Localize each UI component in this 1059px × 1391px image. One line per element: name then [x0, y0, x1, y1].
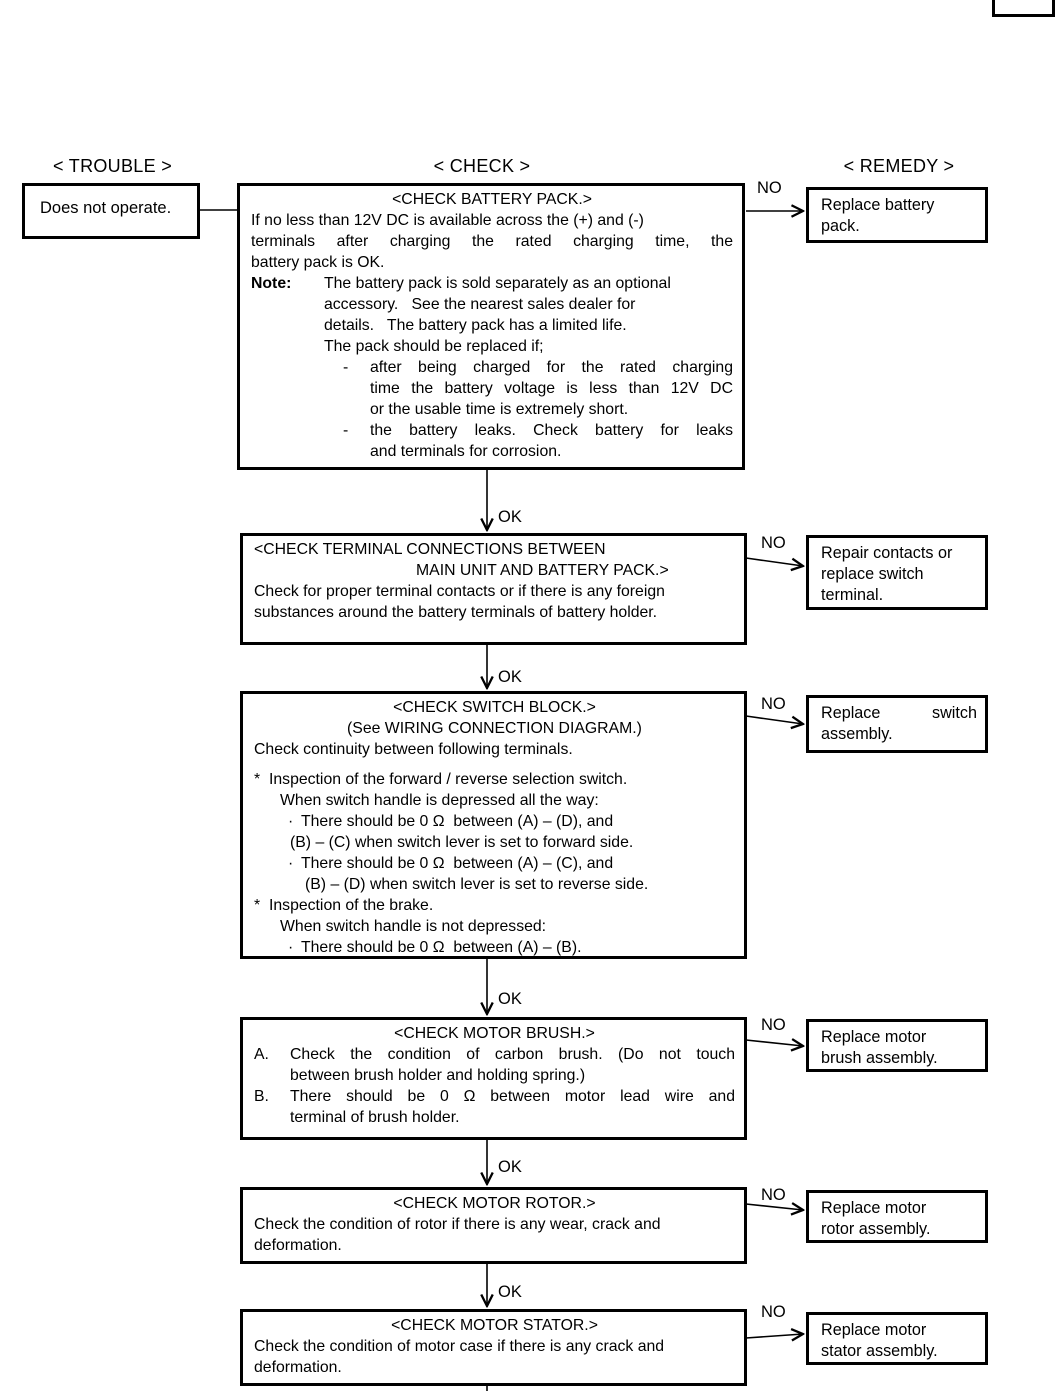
column-header-check: < CHECK >: [433, 156, 531, 176]
check-motor-brush-box: <CHECK MOTOR BRUSH.> A.Check the conditio…: [240, 1017, 747, 1140]
text-line: The pack should be replaced if;: [324, 338, 544, 355]
text-line: <CHECK MOTOR BRUSH.>: [394, 1025, 595, 1042]
no-label-3: NO: [761, 695, 786, 713]
text-line: Check for proper terminal contacts or if…: [254, 583, 665, 600]
text-line: battery pack is OK.: [251, 254, 385, 271]
text-line: When switch handle is depressed all the …: [280, 792, 599, 809]
column-header-remedy: < REMEDY >: [843, 156, 955, 176]
text-line: <CHECK MOTOR ROTOR.>: [393, 1195, 596, 1212]
line-marker: *: [254, 771, 261, 788]
text-line: deformation.: [254, 1359, 342, 1376]
text-line: replace switch: [821, 565, 924, 583]
text-line: Check the condition of motor case if the…: [254, 1338, 665, 1355]
remedy-replace-motor-brush-box: Replace motor brush assembly.: [806, 1019, 988, 1072]
trouble-box: Does not operate.: [22, 183, 200, 239]
text-line: Replace battery: [821, 196, 935, 214]
text-line: brush assembly.: [821, 1049, 938, 1067]
text-line: (B) – (D) when switch lever is set to re…: [305, 876, 649, 893]
text-line: accessory. See the nearest sales dealer …: [324, 296, 636, 313]
text-line: Note:The battery pack is sold separately…: [251, 275, 671, 292]
text-line: or the usable time is extremely short.: [370, 401, 629, 418]
text-line: <CHECK BATTERY PACK.>: [392, 191, 592, 208]
line-marker: *: [254, 897, 261, 914]
check-battery-pack-box: <CHECK BATTERY PACK.> If no less than 12V…: [237, 183, 745, 470]
text-line: If no less than 12V DC is available acro…: [251, 212, 644, 229]
no-label-5: NO: [761, 1186, 786, 1204]
text-line: ·There should be 0 Ω between (A) – (C), …: [288, 855, 614, 872]
line-marker: B.: [254, 1088, 269, 1105]
text-line: details. The battery pack has a limited …: [324, 317, 627, 334]
text-line: -after being charged for the rated charg…: [343, 359, 733, 376]
text-line: terminal of brush holder.: [290, 1109, 460, 1126]
text-line: Replace switch: [821, 704, 977, 722]
no-label-1: NO: [757, 179, 782, 197]
no-arrow-6: [745, 1334, 803, 1338]
line-marker: ·: [288, 939, 294, 956]
remedy-replace-battery-pack-box: Replace battery pack.: [806, 187, 988, 243]
no-label-6: NO: [761, 1303, 786, 1321]
line-marker: -: [343, 359, 349, 376]
text-line: -the battery leaks. Check battery for le…: [343, 422, 733, 439]
text-line: (B) – (C) when switch lever is set to fo…: [290, 834, 634, 851]
remedy-repair-contacts-box: Repair contacts or replace switch terminal…: [806, 535, 988, 610]
ok-label-2: OK: [498, 668, 522, 686]
text-line: A.Check the condition of carbon brush. (…: [254, 1046, 735, 1063]
text-line: Replace motor: [821, 1199, 927, 1217]
line-marker: -: [343, 422, 349, 439]
text-line: terminals after charging the rated charg…: [251, 233, 733, 250]
no-arrow-3: [745, 715, 803, 724]
remedy-replace-switch-assembly-box: Replace switch assembly.: [806, 695, 988, 753]
check-motor-stator-box: <CHECK MOTOR STATOR.> Check the condition…: [240, 1309, 747, 1386]
remedy-replace-motor-stator-box: Replace motor stator assembly.: [806, 1312, 988, 1365]
text-line: *Inspection of the brake.: [254, 897, 434, 914]
text-line: MAIN UNIT AND BATTERY PACK.>: [416, 562, 669, 579]
text-line: *Inspection of the forward / reverse sel…: [254, 771, 628, 788]
text-line: Check continuity between following termi…: [254, 741, 573, 758]
text-line: pack.: [821, 217, 860, 235]
line-marker: Note:: [251, 275, 292, 292]
ok-label-5: OK: [498, 1283, 522, 1301]
text-line: Replace motor: [821, 1321, 927, 1339]
check-switch-block-box: <CHECK SWITCH BLOCK.> (See WIRING CONNECT…: [240, 691, 747, 959]
text-line: and terminals for corrosion.: [370, 443, 562, 460]
no-arrow-2: [745, 557, 803, 566]
text-line: assembly.: [821, 725, 893, 743]
no-label-2: NO: [761, 534, 786, 552]
line-gap: [254, 760, 735, 769]
text-line: ·There should be 0 Ω between (A) – (B).: [288, 939, 582, 956]
remedy-replace-motor-rotor-box: Replace motor rotor assembly.: [806, 1190, 988, 1243]
line-marker: ·: [288, 855, 294, 872]
text-line: Repair contacts or: [821, 544, 953, 562]
line-marker: ·: [288, 813, 294, 830]
text-line: (See WIRING CONNECTION DIAGRAM.): [347, 720, 642, 737]
text-line: time the battery voltage is less than 12…: [370, 380, 733, 397]
text-line: When switch handle is not depressed:: [280, 918, 547, 935]
check-motor-rotor-box: <CHECK MOTOR ROTOR.> Check the condition …: [240, 1187, 747, 1264]
ok-label-4: OK: [498, 1158, 522, 1176]
ok-label-1: OK: [498, 508, 522, 526]
text-line: <CHECK SWITCH BLOCK.>: [393, 699, 596, 716]
page-corner-box: [992, 0, 1055, 17]
column-header-trouble: < TROUBLE >: [52, 156, 173, 176]
ok-label-3: OK: [498, 990, 522, 1008]
text-line: deformation.: [254, 1237, 342, 1254]
trouble-text: Does not operate.: [40, 199, 172, 217]
text-line: B.There should be 0 Ω between motor lead…: [254, 1088, 735, 1105]
text-line: rotor assembly.: [821, 1220, 931, 1238]
check-terminal-connections-box: <CHECK TERMINAL CONNECTIONS BETWEEN MAIN …: [240, 533, 747, 645]
text-line: <CHECK MOTOR STATOR.>: [391, 1317, 598, 1334]
no-arrow-4: [745, 1040, 803, 1046]
text-line: ·There should be 0 Ω between (A) – (D), …: [288, 813, 614, 830]
no-label-4: NO: [761, 1016, 786, 1034]
text-line: Replace motor: [821, 1028, 927, 1046]
text-line: <CHECK TERMINAL CONNECTIONS BETWEEN: [254, 541, 606, 558]
text-line: terminal.: [821, 586, 884, 604]
line-marker: A.: [254, 1046, 269, 1063]
text-line: between brush holder and holding spring.…: [290, 1067, 586, 1084]
text-line: Check the condition of rotor if there is…: [254, 1216, 661, 1233]
text-line: stator assembly.: [821, 1342, 938, 1360]
text-line: substances around the battery terminals …: [254, 604, 658, 621]
